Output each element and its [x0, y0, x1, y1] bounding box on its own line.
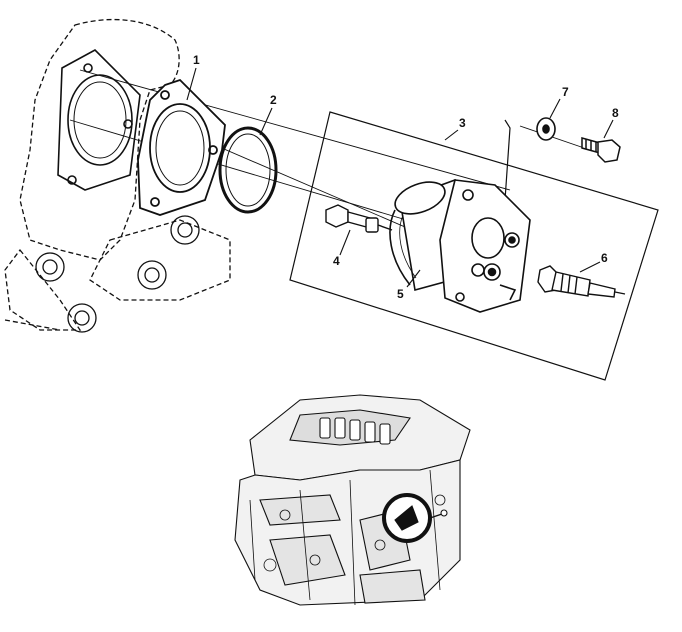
callout-8: 8	[612, 106, 619, 120]
callout-leader-lines	[186, 67, 614, 288]
housing-bolts	[35, 215, 200, 333]
engine-locator-circle-icon	[382, 493, 448, 543]
callout-4: 4	[333, 254, 340, 268]
terminal-stud-part	[325, 204, 393, 233]
callout-1: 1	[193, 53, 200, 67]
callout-3: 3	[459, 116, 466, 130]
washer-part	[536, 117, 556, 141]
solenoid-body-part	[389, 178, 531, 313]
hex-bolt-part	[581, 137, 621, 163]
sensor-plug-part	[537, 265, 626, 298]
locator-block-details	[249, 469, 446, 606]
gasket-plate-part	[137, 78, 226, 216]
housing-bolt-icon	[170, 215, 200, 245]
callout-numbers: 1 2 3 4 5 6 7 8	[193, 53, 619, 301]
callout-5: 5	[397, 287, 404, 301]
assembly-group-frame	[289, 111, 659, 381]
housing-bolt-icon	[67, 303, 97, 333]
housing-bolt-icon	[137, 260, 167, 290]
o-ring-seal-part	[218, 126, 278, 214]
callout-7: 7	[562, 85, 569, 99]
locator-intake-runners	[319, 417, 391, 445]
housing-bolt-icon	[35, 252, 65, 282]
locator-engine-illustration	[234, 394, 471, 606]
callout-6: 6	[601, 251, 608, 265]
housing-mount-flange	[57, 49, 141, 191]
callout-2: 2	[270, 93, 277, 107]
